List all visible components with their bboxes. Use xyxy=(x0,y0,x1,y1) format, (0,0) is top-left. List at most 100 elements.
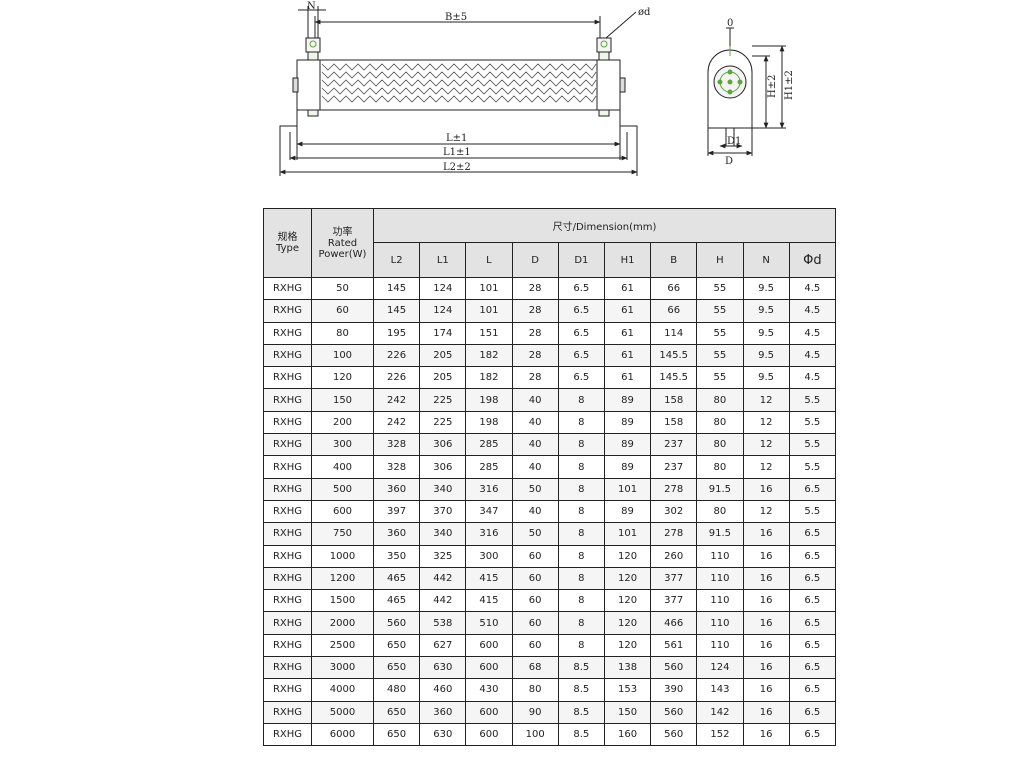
table-cell: 561 xyxy=(650,633,698,658)
table-cell: 560 xyxy=(650,722,698,747)
table-cell: 560 xyxy=(650,700,698,724)
table-cell: 50 xyxy=(511,522,559,546)
table-cell: 278 xyxy=(650,477,698,501)
table-cell: 360 xyxy=(419,700,467,724)
table-cell: 8.5 xyxy=(557,678,605,702)
table-cell: 152 xyxy=(696,722,744,747)
table-cell: 415 xyxy=(465,589,513,613)
table-cell: 1000 xyxy=(311,544,374,568)
table-cell: 151 xyxy=(465,321,513,345)
table-cell: 182 xyxy=(465,366,513,390)
table-cell: 630 xyxy=(419,722,467,747)
table-cell: 9.5 xyxy=(742,276,790,301)
table-cell: RXHG xyxy=(263,544,312,568)
dimension-column-header: D1 xyxy=(557,242,605,278)
table-cell: 195 xyxy=(372,321,421,345)
table-cell: 120 xyxy=(603,566,652,591)
table-cell: 6.5 xyxy=(788,566,837,591)
table-cell: 360 xyxy=(372,477,421,501)
table-cell: RXHG xyxy=(263,276,312,301)
table-cell: 28 xyxy=(511,299,559,323)
table-cell: 600 xyxy=(465,656,513,680)
label-phi-d: ød xyxy=(638,7,651,18)
table-cell: RXHG xyxy=(263,477,312,501)
table-cell: 89 xyxy=(603,455,652,479)
table-cell: 340 xyxy=(419,477,467,501)
technical-drawing: N B±5 ød L±1 L1±1 L2±2 xyxy=(0,0,1020,200)
table-cell: 6000 xyxy=(311,722,374,747)
table-cell: 120 xyxy=(311,366,374,390)
dimension-column-header: L1 xyxy=(419,242,467,278)
table-cell: 242 xyxy=(372,388,421,412)
table-cell: RXHG xyxy=(263,410,312,435)
label-h1: H1±2 xyxy=(784,70,795,100)
table-cell: 8 xyxy=(557,433,605,457)
dimension-column-header: H xyxy=(696,242,744,278)
table-cell: 61 xyxy=(603,276,652,301)
table-cell: 650 xyxy=(372,656,421,680)
table-cell: 66 xyxy=(650,276,698,301)
table-cell: 300 xyxy=(311,433,374,457)
table-cell: 89 xyxy=(603,410,652,435)
table-cell: 6.5 xyxy=(788,522,837,546)
table-cell: 460 xyxy=(419,678,467,702)
table-cell: 40 xyxy=(511,410,559,435)
table-cell: 55 xyxy=(696,321,744,345)
table-cell: RXHG xyxy=(263,611,312,635)
dimension-column-header: B xyxy=(650,242,698,278)
table-cell: 360 xyxy=(372,522,421,546)
table-cell: 55 xyxy=(696,366,744,390)
table-cell: 12 xyxy=(742,388,790,412)
table-cell: 101 xyxy=(603,522,652,546)
label-l1: L1±1 xyxy=(443,147,471,158)
table-cell: 101 xyxy=(465,276,513,301)
table-cell: 6.5 xyxy=(788,700,837,724)
table-cell: 9.5 xyxy=(742,366,790,390)
table-cell: 6.5 xyxy=(557,299,605,323)
table-cell: 8 xyxy=(557,544,605,568)
table-cell: 91.5 xyxy=(696,477,744,501)
table-cell: 182 xyxy=(465,343,513,368)
table-cell: 2500 xyxy=(311,633,374,658)
end-view xyxy=(707,27,786,156)
table-cell: RXHG xyxy=(263,321,312,345)
table-cell: 160 xyxy=(603,722,652,747)
table-cell: 80 xyxy=(696,433,744,457)
table-cell: 600 xyxy=(465,722,513,747)
table-cell: 650 xyxy=(372,700,421,724)
table-cell: 400 xyxy=(311,455,374,479)
table-cell: 120 xyxy=(603,633,652,658)
table-cell: 6.5 xyxy=(788,544,837,568)
table-cell: 302 xyxy=(650,499,698,524)
table-cell: 8 xyxy=(557,633,605,658)
dimension-header: 尺寸/Dimension(mm) xyxy=(373,208,836,243)
table-cell: 3000 xyxy=(311,656,374,680)
table-cell: RXHG xyxy=(263,366,312,390)
table-cell: 28 xyxy=(511,366,559,390)
label-d: D xyxy=(725,156,733,167)
label-h: H±2 xyxy=(767,75,778,98)
label-d1: D1 xyxy=(727,136,741,147)
label-zero: 0 xyxy=(727,18,733,29)
table-cell: 5.5 xyxy=(788,433,837,457)
table-cell: 40 xyxy=(511,499,559,524)
table-cell: 55 xyxy=(696,343,744,368)
table-cell: 61 xyxy=(603,343,652,368)
label-b: B±5 xyxy=(445,12,467,23)
dimension-column-header: L2 xyxy=(372,242,421,278)
table-cell: 8 xyxy=(557,522,605,546)
